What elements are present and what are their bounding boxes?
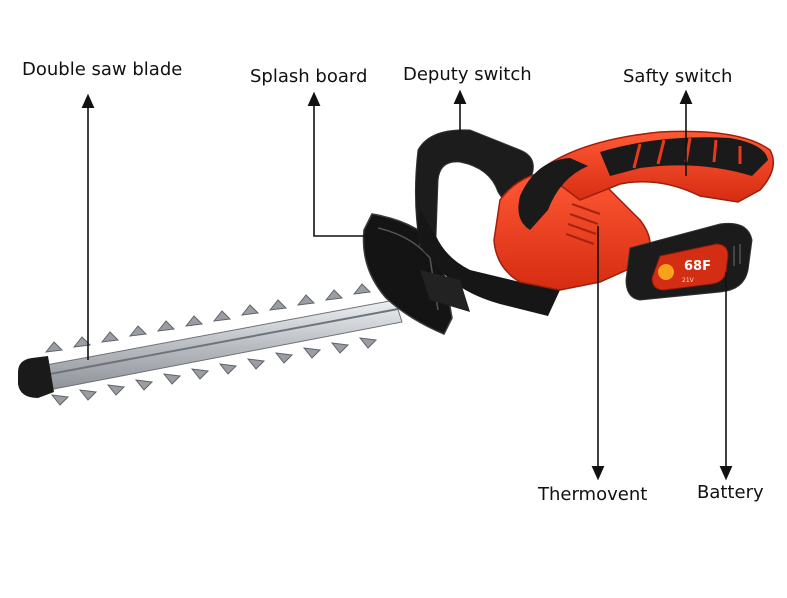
label-double-saw-blade: Double saw blade [22,59,183,80]
deputy-switch-handle [414,129,560,316]
battery-badge-text: 68F [684,259,711,274]
label-safty-switch: Safty switch [623,66,733,87]
battery-subtext: 21V [682,277,695,284]
top-handle [518,130,775,230]
thermovent-slots [565,203,601,245]
label-thermovent: Thermovent [538,484,648,505]
leader-splash-board [307,91,368,237]
callout-lines [81,89,733,481]
battery-pack: 68F 21V [625,222,753,301]
label-deputy-switch: Deputy switch [403,64,532,85]
battery-logo-icon [658,264,674,280]
double-saw-blade [18,283,403,406]
label-battery: Battery [697,482,764,503]
label-splash-board: Splash board [250,66,368,87]
